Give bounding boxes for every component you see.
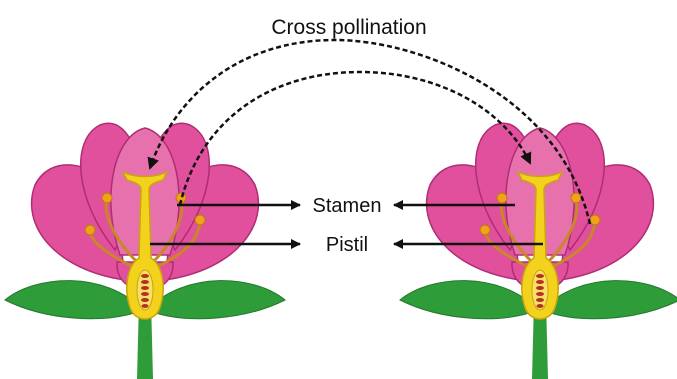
diagram-title: Cross pollination (271, 16, 426, 39)
pistil-label: Pistil (326, 234, 368, 256)
left-flower (5, 123, 285, 379)
right-flower (400, 123, 677, 379)
stamen-label: Stamen (313, 195, 382, 217)
